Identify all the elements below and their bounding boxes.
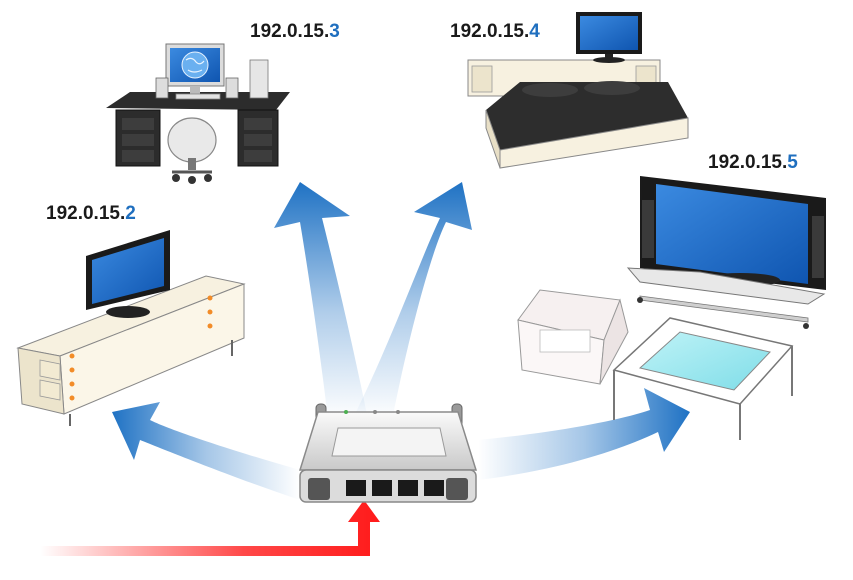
ip-prefix: 192.0.15. <box>46 203 126 224</box>
ip-host-octet: 3 <box>329 21 340 42</box>
ip-prefix: 192.0.15. <box>708 152 788 173</box>
arrow-to-living-room <box>478 388 690 480</box>
ip-prefix: 192.0.15. <box>450 21 530 42</box>
desktop-computer-icon <box>106 43 290 167</box>
ip-host-octet: 4 <box>529 21 540 42</box>
arrow-to-sideboard <box>112 402 300 500</box>
router-icon <box>298 403 478 503</box>
arrow-to-bedroom <box>352 182 472 420</box>
tv-icon <box>626 176 826 329</box>
ip-host-octet: 2 <box>125 203 136 224</box>
bedroom-monitor-icon <box>576 12 642 63</box>
sideboard-monitor-icon <box>86 230 170 318</box>
ip-label-bedroom: 192.0.15.4 <box>450 21 540 43</box>
ip-host-octet: 5 <box>787 152 798 173</box>
coffee-table-icon <box>612 317 794 440</box>
armchair-icon <box>517 289 629 385</box>
bed-icon <box>467 59 689 169</box>
ip-prefix: 192.0.15. <box>250 21 330 42</box>
arrow-to-pc <box>274 182 368 420</box>
ip-label-sideboard: 192.0.15.2 <box>46 203 136 225</box>
ip-label-pc: 192.0.15.3 <box>250 21 340 43</box>
internet-uplink-arrow <box>40 500 380 556</box>
ip-label-living-room: 192.0.15.5 <box>708 152 798 174</box>
office-chair-icon <box>167 117 217 184</box>
